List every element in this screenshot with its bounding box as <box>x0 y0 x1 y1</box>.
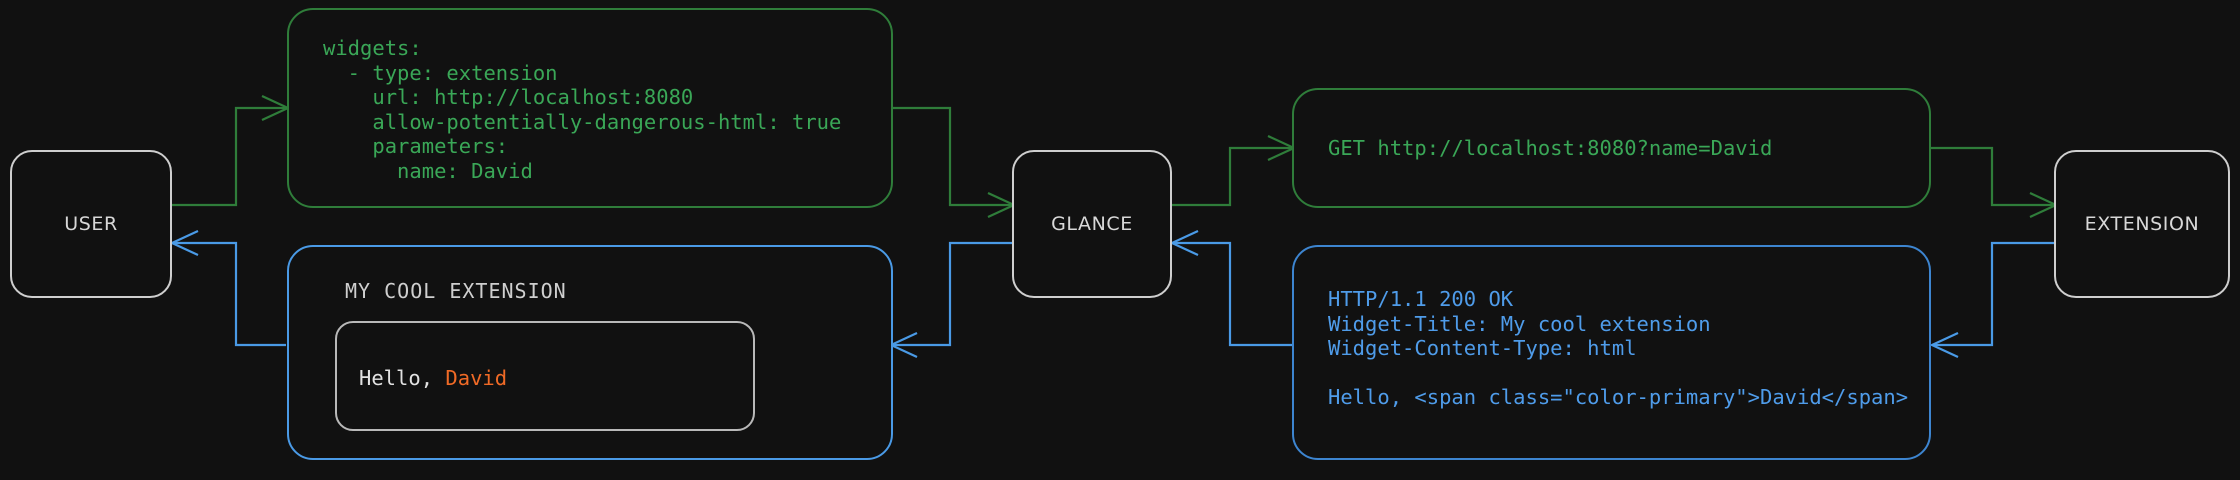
connector-glance-to-widget <box>888 241 1012 358</box>
node-glance[interactable]: GLANCE <box>1012 150 1172 298</box>
connector-glance-to-request <box>1172 135 1297 207</box>
http-response-text: HTTP/1.1 200 OK Widget-Title: My cool ex… <box>1328 287 1909 409</box>
rendered-widget-card: MY COOL EXTENSION Hello, David <box>287 245 893 460</box>
config-yaml-text: widgets: - type: extension url: http://l… <box>323 36 842 183</box>
connector-request-to-extension <box>1931 146 2059 218</box>
node-user-label: USER <box>64 213 118 235</box>
node-extension-label: EXTENSION <box>2084 213 2200 235</box>
connector-user-to-config <box>172 95 291 207</box>
node-extension[interactable]: EXTENSION <box>2054 150 2230 298</box>
rendered-widget-greeting: Hello, David <box>359 366 507 390</box>
http-request-text: GET http://localhost:8080?name=David <box>1328 135 1773 160</box>
greeting-name: David <box>445 366 508 390</box>
rendered-widget-body: Hello, David <box>335 321 755 431</box>
greeting-prefix: Hello, <box>359 366 446 390</box>
connector-config-to-glance <box>893 106 1017 218</box>
connector-response-to-glance <box>1169 230 1292 347</box>
connector-extension-to-response <box>1929 241 2054 358</box>
node-glance-label: GLANCE <box>1051 213 1133 235</box>
node-user[interactable]: USER <box>10 150 172 298</box>
bubble-http-request: GET http://localhost:8080?name=David <box>1292 88 1931 208</box>
bubble-config-yaml: widgets: - type: extension url: http://l… <box>287 8 893 208</box>
rendered-widget-title: MY COOL EXTENSION <box>345 279 567 303</box>
bubble-http-response: HTTP/1.1 200 OK Widget-Title: My cool ex… <box>1292 245 1931 460</box>
connector-widget-to-user <box>169 230 286 347</box>
